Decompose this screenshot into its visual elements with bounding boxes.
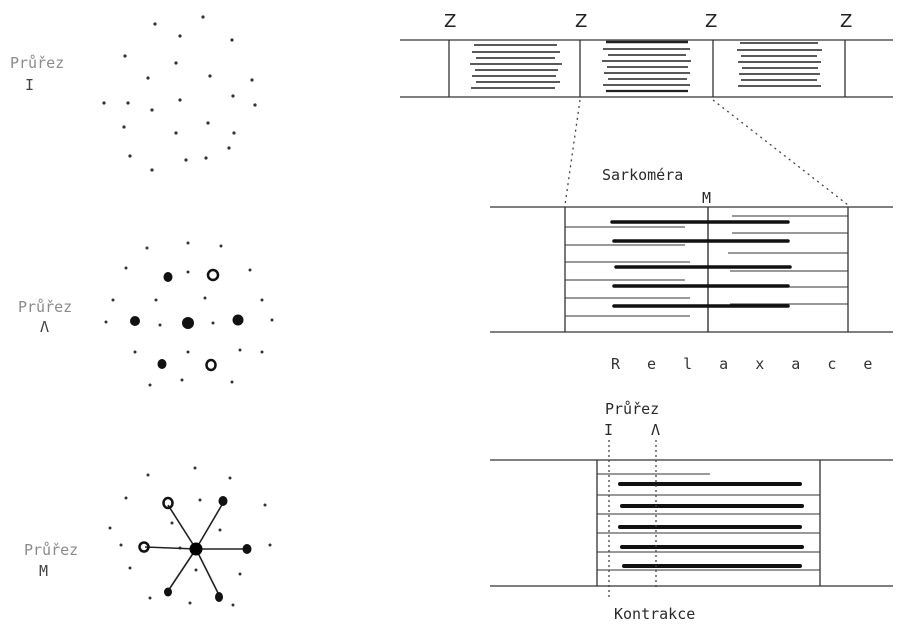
cross-section-m-title: Průřez (24, 541, 78, 559)
cross-section-m-symbol: M (39, 562, 48, 580)
a-band-hatching (470, 42, 822, 91)
cross-section-i-symbol: I (25, 76, 34, 94)
cross-section-a-symbol: Λ (40, 318, 49, 336)
marker-i-label: I (604, 421, 613, 439)
cross-section-a-pattern (105, 242, 274, 387)
cross-section-i-pattern (102, 15, 256, 171)
m-line-label: M (702, 189, 711, 207)
z-line-label: Z (840, 11, 852, 32)
marker-a-label: Λ (651, 421, 660, 439)
z-line-label: Z (575, 11, 587, 32)
z-line-label: Z (705, 11, 717, 32)
relaxed-sarcomere (490, 207, 893, 332)
z-line-label: Z (444, 11, 456, 32)
cross-section-i-title: Průřez (10, 54, 64, 72)
cross-section-m-pattern (109, 467, 272, 607)
relaxation-label: R e l a x a c e (611, 355, 881, 373)
contracted-sarcomere (490, 440, 893, 600)
contraction-cross-section-title: Průřez (605, 400, 659, 418)
sarcomere-label: Sarkoméra (602, 166, 683, 184)
cross-section-a-title: Průřez (18, 298, 72, 316)
contraction-label: Kontrakce (614, 605, 695, 623)
